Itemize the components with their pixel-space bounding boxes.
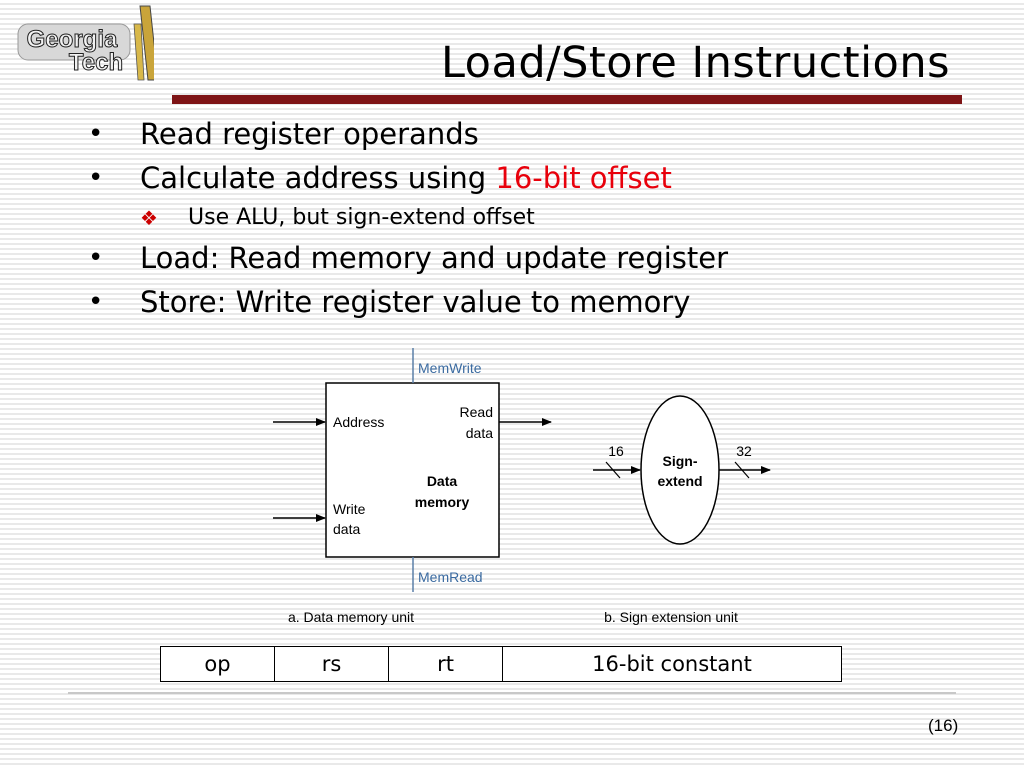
bullet-text: Load: Read memory and update register (140, 241, 729, 275)
output-width-label: 32 (736, 443, 752, 459)
sign-extend-label: Sign- (663, 453, 698, 469)
highlight-text: 16-bit offset (495, 161, 672, 195)
svg-text:Georgia: Georgia (27, 26, 118, 53)
field-op: op (160, 646, 275, 682)
bullet-text: Calculate address using (140, 161, 496, 195)
sign-extend-ellipse (640, 395, 720, 545)
bullet-item: • Calculate address using 16-bit offset (88, 156, 728, 200)
bullet-icon: • (88, 243, 104, 273)
page-number: (16) (928, 716, 959, 735)
field-constant: 16-bit constant (502, 646, 842, 682)
svg-text:Tech: Tech (69, 49, 123, 76)
caption-sign-extension: b. Sign extension unit (604, 609, 738, 625)
read-data-label: Read (460, 404, 493, 420)
sub-bullet-text: Use ALU, but sign-extend offset (188, 205, 535, 230)
georgia-tech-logo: Georgia Tech (17, 5, 154, 81)
instruction-format-table: op rs rt 16-bit constant (160, 646, 842, 682)
bus-width-slash (734, 461, 750, 479)
bullet-text: Read register operands (140, 117, 479, 151)
sign-extend-label: extend (657, 473, 702, 489)
bullet-icon: • (88, 119, 104, 149)
bullet-text: Store: Write register value to memory (140, 285, 691, 319)
memwrite-label: MemWrite (418, 360, 482, 376)
data-memory-unit: MemWrite MemRead Address Read data Write… (273, 348, 552, 592)
datapath-diagram: MemWrite MemRead Address Read data Write… (273, 348, 771, 625)
table-row: op rs rt 16-bit constant (160, 646, 842, 682)
bullet-icon: • (88, 163, 104, 193)
write-data-label: data (333, 521, 360, 537)
address-label: Address (333, 414, 384, 430)
bullet-icon: • (88, 287, 104, 317)
slide-title: Load/Store Instructions (440, 38, 950, 88)
diamond-bullet-icon: ❖ (140, 206, 158, 230)
unit-name-label: memory (415, 494, 470, 510)
bullet-list: • Read register operands • Calculate add… (88, 112, 728, 324)
title-underline (172, 95, 962, 104)
bullet-item: • Store: Write register value to memory (88, 280, 728, 324)
field-rs: rs (274, 646, 389, 682)
caption-data-memory: a. Data memory unit (288, 609, 414, 625)
write-data-label: Write (333, 501, 366, 517)
sign-extend-unit: 16 32 Sign- extend (593, 395, 771, 545)
read-data-label: data (466, 425, 493, 441)
field-rt: rt (388, 646, 503, 682)
bullet-item: • Load: Read memory and update register (88, 236, 728, 280)
sub-bullet-item: ❖ Use ALU, but sign-extend offset (88, 200, 728, 236)
bus-width-slash (605, 461, 621, 479)
input-width-label: 16 (608, 443, 624, 459)
footer-divider (68, 692, 956, 694)
data-memory-box (325, 382, 500, 558)
unit-name-label: Data (427, 473, 458, 489)
memread-label: MemRead (418, 569, 483, 585)
bullet-item: • Read register operands (88, 112, 728, 156)
